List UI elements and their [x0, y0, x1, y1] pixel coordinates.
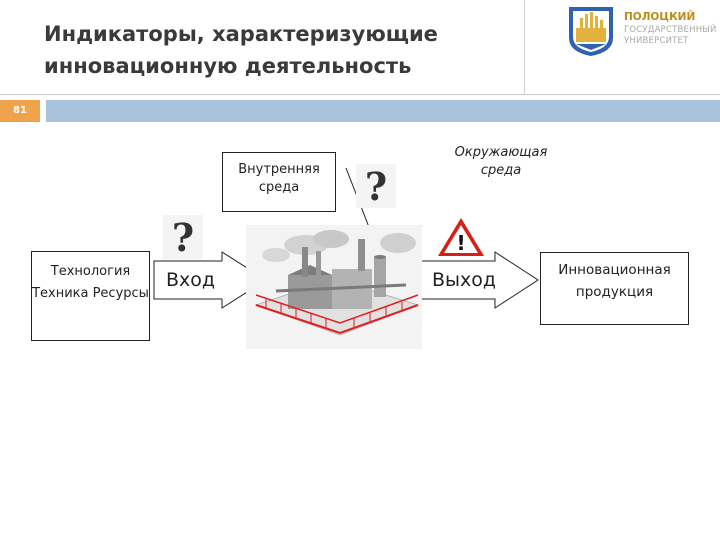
resources-box: Технология Техника Ресурсы — [31, 251, 150, 341]
warning-glyph: ! — [456, 231, 465, 255]
warning-icon: ! — [438, 218, 484, 256]
slide-title: Индикаторы, характеризующие инновационну… — [44, 22, 438, 78]
slide-number: 81 — [13, 105, 27, 116]
innovation-product-box: Инновационная продукция — [540, 252, 689, 325]
input-arrow — [153, 251, 267, 309]
university-name: ПОЛОЦКИЙ — [624, 11, 696, 23]
inner-environment-box: Внутренняя среда — [222, 152, 336, 212]
question-mark-icon: ? — [356, 164, 396, 208]
accent-bar — [46, 100, 720, 122]
slide-number-bar — [0, 100, 40, 122]
question-mark-icon: ? — [163, 215, 203, 259]
university-subtitle: ГОСУДАРСТВЕННЫЙ УНИВЕРСИТЕТ — [624, 25, 717, 46]
question-mark-glyph: ? — [365, 164, 387, 208]
header-divider-vertical — [524, 0, 525, 94]
output-arrow — [419, 251, 539, 309]
question-mark-glyph: ? — [172, 215, 194, 259]
factory-illustration — [246, 225, 422, 349]
crest-icon — [569, 7, 613, 56]
outer-environment-label: Окружающая среда — [454, 145, 548, 178]
input-label: Вход — [166, 269, 216, 291]
university-logo — [536, 0, 720, 62]
title-underline — [0, 94, 720, 95]
output-label: Выход — [432, 269, 497, 291]
